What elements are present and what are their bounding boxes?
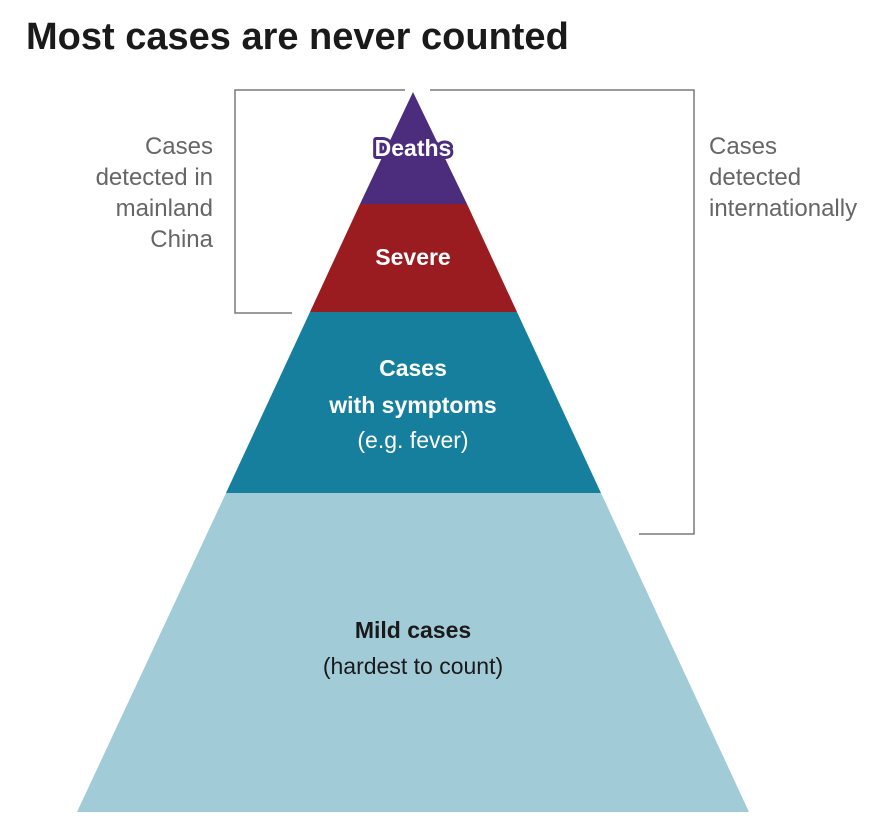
diagram-title: Most cases are never counted xyxy=(26,16,569,58)
tier-deaths xyxy=(360,92,467,204)
annotation-mainland-china: Cases detected in mainland China xyxy=(96,131,213,255)
tier-cases-with-symptoms xyxy=(226,312,601,493)
label-symptoms-line2: with symptoms xyxy=(328,392,496,418)
label-mild-line1: Mild cases xyxy=(355,617,471,643)
tier-mild xyxy=(77,493,749,812)
label-symptoms-line3: (e.g. fever) xyxy=(357,427,468,453)
tier-severe xyxy=(310,204,517,312)
annotation-line: Cases xyxy=(709,133,778,160)
label-symptoms-line1: Cases xyxy=(379,355,447,381)
annotation-international: Cases detected internationally xyxy=(709,131,857,224)
annotation-line: internationally xyxy=(709,195,858,222)
annotation-line: mainland xyxy=(115,195,213,222)
annotation-line: Cases xyxy=(144,133,213,160)
annotation-line: detected xyxy=(709,164,802,191)
bracket-international xyxy=(430,89,695,535)
annotation-line: detected in xyxy=(95,164,213,191)
annotation-line: China xyxy=(150,226,213,253)
label-severe: Severe xyxy=(375,244,450,270)
label-deaths: Deaths xyxy=(375,135,452,161)
bracket-mainland-china xyxy=(234,89,405,314)
label-mild-line2: (hardest to count) xyxy=(323,653,503,679)
